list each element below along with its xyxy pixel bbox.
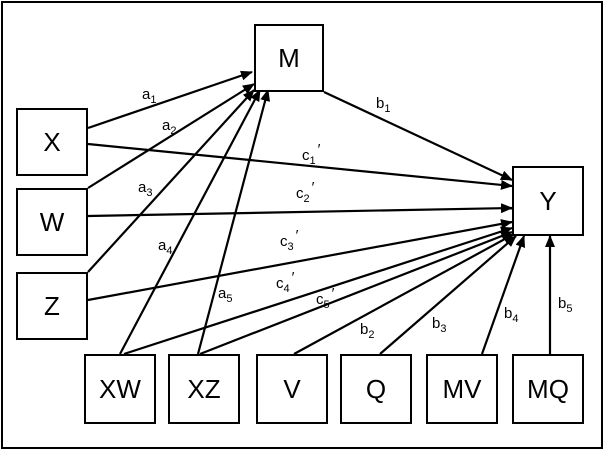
edge-b5-label: b5 <box>558 295 572 315</box>
edge-label-prime: ′ <box>292 269 295 286</box>
edge-c5-arrow <box>199 230 513 356</box>
edge-label-prime: ′ <box>312 179 315 196</box>
edge-a2-arrow <box>87 83 255 189</box>
edge-label-letter: a <box>158 237 167 254</box>
edge-a1-label: a1 <box>142 86 156 106</box>
edge-c1-label: c1′ <box>302 141 321 167</box>
edge-b2-label: b2 <box>360 321 374 341</box>
edge-a3-label: a3 <box>138 179 152 199</box>
edge-b1-label: b1 <box>376 95 390 115</box>
edge-label-subscript: 4 <box>284 283 290 295</box>
edge-label-prime: ′ <box>332 285 335 302</box>
edge-label-subscript: 1 <box>310 155 316 167</box>
edge-label-letter: c <box>276 275 284 292</box>
edge-label-letter: b <box>558 295 566 312</box>
edge-a2-label: a2 <box>162 117 176 137</box>
edge-label-letter: a <box>142 86 151 103</box>
edge-label-letter: a <box>162 117 171 134</box>
edge-label-subscript: 3 <box>146 187 152 199</box>
edge-c4-label: c4′ <box>276 269 295 295</box>
edge-label-subscript: 2 <box>170 125 176 137</box>
edge-b2-arrow <box>293 233 515 355</box>
node-q: Q <box>340 354 412 424</box>
edge-b1-arrow <box>323 91 513 181</box>
edge-label-letter: b <box>376 95 384 112</box>
edge-b4-label: b4 <box>504 305 518 325</box>
edge-label-prime: ′ <box>318 141 321 158</box>
edge-c1-arrow <box>87 142 513 190</box>
edge-c4-arrow <box>123 226 513 356</box>
edge-label-subscript: 5 <box>226 293 232 305</box>
node-mq: MQ <box>512 354 584 424</box>
edge-label-letter: c <box>302 147 310 164</box>
node-m: M <box>254 24 324 92</box>
edge-label-subscript: 3 <box>288 241 294 253</box>
edge-label-letter: c <box>316 291 324 308</box>
node-xw: XW <box>84 354 156 424</box>
edge-b3-arrow <box>379 235 517 355</box>
edge-label-letter: b <box>432 315 440 332</box>
edge-b4-arrow <box>480 235 526 355</box>
edge-label-letter: a <box>218 285 227 302</box>
node-v: V <box>256 354 328 424</box>
edge-a4-label: a4 <box>158 237 172 257</box>
node-mv: MV <box>426 354 498 424</box>
edge-label-subscript: 2 <box>368 329 374 341</box>
node-x: X <box>16 108 88 176</box>
node-xz: XZ <box>168 354 240 424</box>
edge-b3-label: b3 <box>432 315 446 335</box>
edge-label-letter: c <box>280 233 288 250</box>
node-z: Z <box>16 272 88 340</box>
edge-label-letter: b <box>360 321 368 338</box>
edge-label-subscript: 5 <box>324 299 330 311</box>
edge-label-subscript: 1 <box>384 103 390 115</box>
edge-label-letter: b <box>504 305 512 322</box>
edge-a4-arrow <box>119 89 261 355</box>
edge-label-subscript: 4 <box>166 245 172 257</box>
node-w: W <box>16 188 88 256</box>
edge-c2-label: c2′ <box>296 179 315 205</box>
edge-label-subscript: 4 <box>512 313 518 325</box>
edge-c5-label: c5′ <box>316 285 335 311</box>
edge-label-letter: a <box>138 179 147 196</box>
edge-a5-arrow <box>196 89 271 355</box>
edge-c3-label: c3′ <box>280 227 299 253</box>
edge-label-subscript: 5 <box>566 303 572 315</box>
edge-label-letter: c <box>296 185 304 202</box>
edge-a5-label: a5 <box>218 285 232 305</box>
edge-a3-arrow <box>87 89 255 273</box>
edge-label-subscript: 2 <box>304 193 310 205</box>
edge-c3-arrow <box>87 219 513 302</box>
edge-c2-arrow <box>87 203 513 218</box>
edge-a1-arrow <box>87 70 253 130</box>
node-y: Y <box>512 166 584 236</box>
edge-label-subscript: 3 <box>440 323 446 335</box>
edge-label-prime: ′ <box>296 227 299 244</box>
edge-label-subscript: 1 <box>150 94 156 106</box>
